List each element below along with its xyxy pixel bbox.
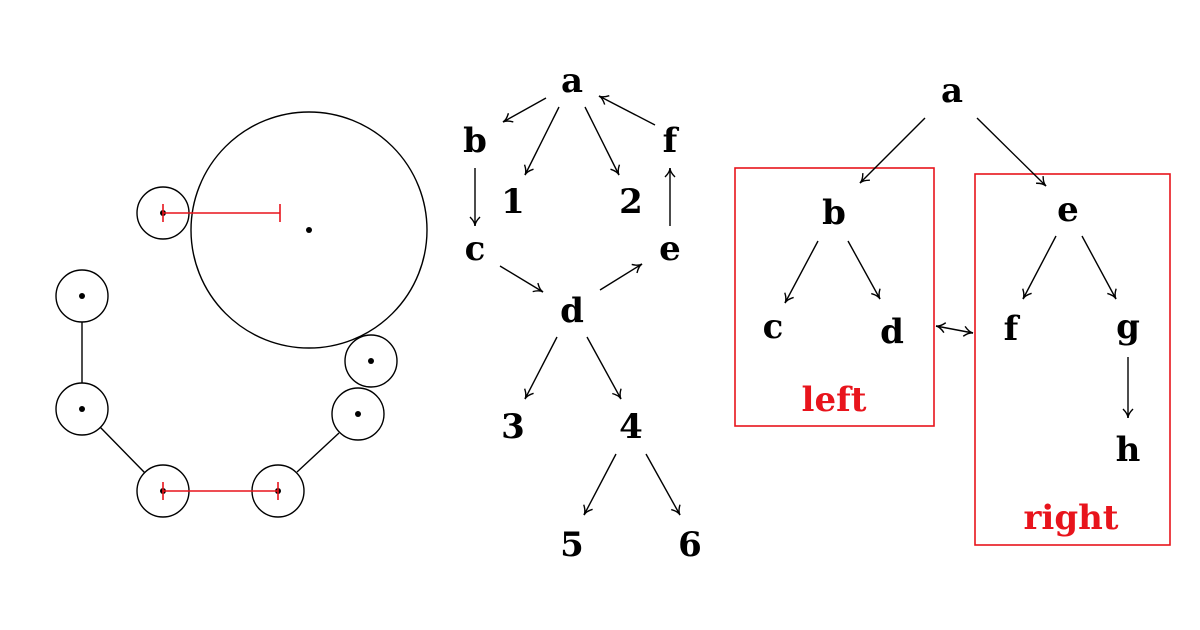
chain-circle-1-dot [79,293,85,299]
right-edge-b-c [784,240,819,304]
center-edge-d-e [599,263,643,291]
center-node-b: b [463,121,487,161]
center-edge-a-1 [523,106,560,176]
right-node-h: h [1116,430,1141,470]
chain-circle-5-dot [355,411,361,417]
center-graph: a b 1 2 f c e d 3 4 5 6 [463,61,702,565]
chain-circle-6 [344,334,398,388]
circle-diagram [55,111,428,518]
center-node-a: a [561,61,583,101]
chain-circle-5 [331,387,385,441]
right-node-a: a [941,71,963,111]
right-node-b: b [822,193,846,233]
center-node-f: f [663,121,680,161]
center-edge-d-4 [586,336,622,400]
center-node-5: 5 [560,525,584,565]
center-node-1: 1 [501,182,525,222]
center-node-c: c [465,229,486,269]
right-edge-a-e [976,117,1047,187]
chain-link-2-3 [99,426,146,474]
center-edge-a-2 [584,106,621,176]
chain-circle-6-dot [368,358,374,364]
center-node-2: 2 [619,182,643,222]
center-node-d: d [560,291,584,331]
chain-link-4-5 [296,432,340,473]
distance-measure-bottom [162,482,279,500]
right-node-f: f [1004,309,1021,349]
group-box-left [734,167,935,427]
right-node-e: e [1057,190,1079,230]
center-edge-4-5 [583,453,617,516]
center-node-3: 3 [501,407,525,447]
center-node-e: e [659,229,681,269]
center-edge-c-d [499,265,544,293]
right-edge-a-b [859,117,926,184]
group-box-right [974,173,1171,546]
center-node-4: 4 [619,407,643,447]
right-node-d: d [880,312,904,352]
center-edge-a-b [502,97,547,123]
group-label-left: left [802,380,867,420]
center-edge-f-a [598,95,656,126]
center-node-6: 6 [678,525,702,565]
right-node-c: c [763,307,784,347]
right-edge-e-g [1081,235,1117,300]
right-edge-e-f [1022,235,1057,300]
right-node-g: g [1116,307,1140,347]
big-circle-center-dot [306,227,312,233]
big-circle [190,111,428,349]
chain-circle-2-dot [79,406,85,412]
right-edge-d-f [935,322,974,337]
center-edge-4-6 [645,453,681,516]
center-edge-d-3 [524,336,558,400]
group-label-right: right [1023,498,1118,538]
radius-measure-top [162,204,281,222]
right-edge-b-d [847,240,881,300]
right-tree: a b c d e f g h left right [734,71,1171,546]
